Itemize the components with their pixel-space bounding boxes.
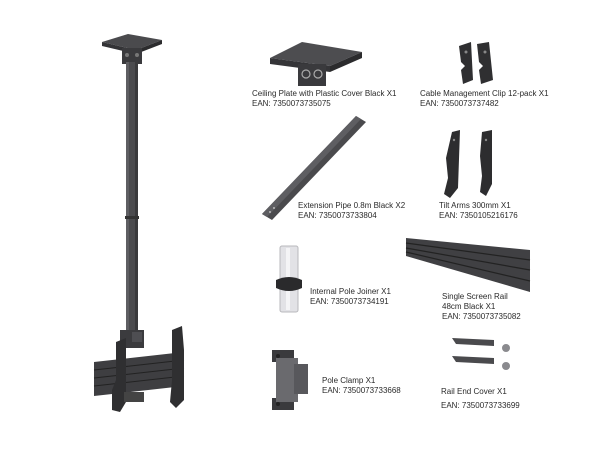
part-name: Rail End Cover X1 xyxy=(441,387,507,396)
caption-pole-joiner: Internal Pole Joiner X1 EAN: 73500737341… xyxy=(310,287,391,307)
part-name: Internal Pole Joiner X1 xyxy=(310,287,391,296)
ceiling-plate-icon xyxy=(270,42,362,86)
caption-ceiling-plate: Ceiling Plate with Plastic Cover Black X… xyxy=(252,89,397,109)
assembled-ceiling-mount xyxy=(80,30,200,430)
part-name: Extension Pipe 0.8m Black X2 xyxy=(298,201,406,210)
part-name-line2: 48cm Black X1 xyxy=(442,302,496,311)
part-extension-pipe xyxy=(260,112,370,222)
caption-pole-clamp: Pole Clamp X1 EAN: 7350073733668 xyxy=(322,376,401,396)
part-ean: EAN: 7350073735075 xyxy=(252,99,331,108)
part-ean: EAN: 7350073735082 xyxy=(442,312,521,321)
extension-pipe-icon xyxy=(262,116,366,220)
part-tilt-arms xyxy=(440,128,502,200)
part-ean: EAN: 7350073733804 xyxy=(298,211,377,220)
pole-clamp-icon xyxy=(272,350,308,410)
part-name: Cable Management Clip 12-pack X1 xyxy=(420,89,549,98)
part-pole-clamp xyxy=(268,348,312,412)
screen-rail-icon xyxy=(405,238,531,292)
caption-cable-clip: Cable Management Clip 12-pack X1 EAN: 73… xyxy=(420,89,549,109)
part-ean: EAN: 7350073737482 xyxy=(420,99,499,108)
part-name: Ceiling Plate with Plastic Cover Black X… xyxy=(252,89,397,98)
caption-tilt-arms: Tilt Arms 300mm X1 EAN: 7350105216176 xyxy=(439,201,518,221)
part-name-line1: Single Screen Rail xyxy=(442,292,508,301)
part-cable-clip xyxy=(455,40,497,88)
part-ean: EAN: 7350073733668 xyxy=(322,386,401,395)
part-rail-end-cover xyxy=(450,336,520,374)
caption-screen-rail: Single Screen Rail 48cm Black X1 EAN: 73… xyxy=(442,292,521,322)
caption-rail-end-cover: Rail End Cover X1 EAN: 7350073733699 xyxy=(441,385,520,413)
part-ean: EAN: 7350073733699 xyxy=(441,401,520,410)
tilt-arms-icon xyxy=(444,130,492,198)
ceiling-mount-assembly-icon xyxy=(93,34,185,412)
caption-extension-pipe: Extension Pipe 0.8m Black X2 EAN: 735007… xyxy=(298,201,405,221)
part-ean: EAN: 7350105216176 xyxy=(439,211,518,220)
part-name: Pole Clamp X1 xyxy=(322,376,376,385)
part-ean: EAN: 7350073734191 xyxy=(310,297,389,306)
part-name: Tilt Arms 300mm X1 xyxy=(439,201,511,210)
rail-end-cover-icon xyxy=(452,338,510,370)
cable-clip-icon xyxy=(459,42,493,84)
part-pole-joiner xyxy=(272,244,306,314)
pole-joiner-icon xyxy=(276,245,302,313)
part-screen-rail xyxy=(404,234,534,294)
part-ceiling-plate xyxy=(262,36,370,88)
